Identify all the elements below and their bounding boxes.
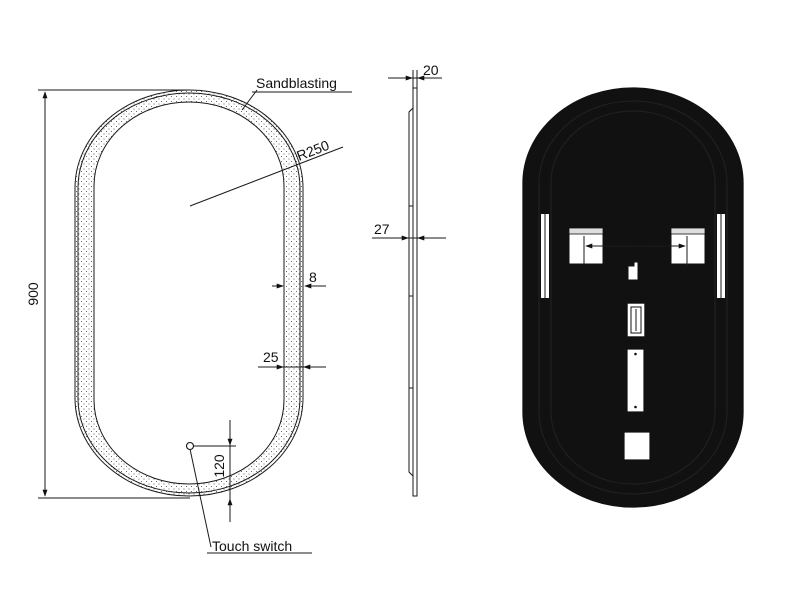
back-plate-edge bbox=[538, 100, 728, 495]
back-outer-edge bbox=[522, 87, 744, 508]
wire-clip-icon bbox=[627, 261, 639, 281]
dim-220-label: 220 bbox=[624, 229, 648, 245]
sandblasting-inner-edge bbox=[93, 101, 285, 485]
dim-20-label: 20 bbox=[423, 62, 439, 78]
sandblasting-band bbox=[75, 90, 303, 496]
sandblasting-leader bbox=[241, 89, 258, 111]
hanging-bracket-left bbox=[568, 227, 604, 266]
driver-box bbox=[626, 348, 645, 413]
radius-label: R250 bbox=[294, 137, 331, 164]
mirror-outer-edge-inner bbox=[77, 92, 301, 494]
touch-sensor-module bbox=[623, 431, 651, 461]
side-view: 20 27 bbox=[372, 62, 446, 497]
height-dimension-label: 900 bbox=[25, 282, 41, 306]
sandblasting-label: Sandblasting bbox=[256, 75, 337, 91]
touch-switch-label: Touch switch bbox=[212, 538, 292, 554]
side-profile-outline bbox=[412, 87, 418, 497]
radius-leader bbox=[189, 146, 344, 207]
touch-switch-leader bbox=[189, 448, 212, 548]
hanging-bracket-right bbox=[670, 227, 706, 266]
dim-8-label: 8 bbox=[309, 269, 317, 285]
connector-block bbox=[626, 302, 646, 338]
dim-27-label: 27 bbox=[374, 221, 390, 237]
led-strip bbox=[543, 104, 723, 491]
back-inner-edge bbox=[550, 110, 716, 485]
front-view: 900 Sandblasting R250 8 25 120 Touch swi… bbox=[25, 75, 352, 554]
mirror-outer-edge bbox=[74, 89, 304, 497]
dim-25-label: 25 bbox=[263, 349, 279, 365]
side-profile-backplate bbox=[408, 107, 414, 477]
switch-offset-label: 120 bbox=[211, 454, 227, 478]
touch-switch-icon bbox=[185, 441, 195, 451]
back-view: 220 bbox=[522, 87, 744, 508]
